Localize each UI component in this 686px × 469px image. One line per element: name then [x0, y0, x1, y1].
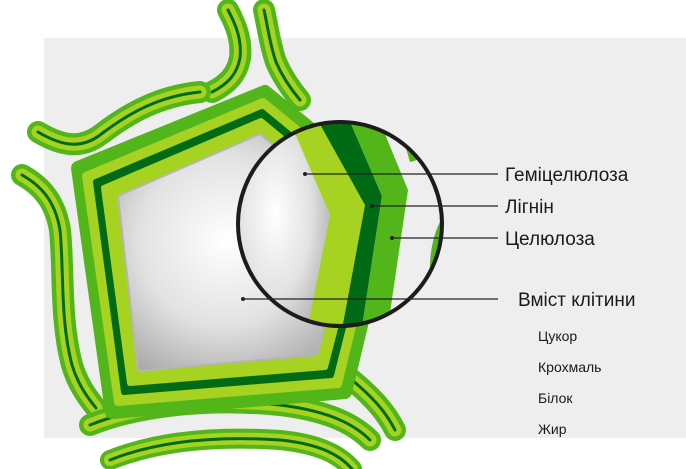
label-cell-contents: Вміст клітини	[518, 290, 635, 311]
contents-item-starch: Крохмаль	[538, 359, 601, 375]
contents-item-protein: Білок	[538, 390, 573, 406]
contents-item-sugar: Цукор	[538, 328, 577, 344]
contents-item-fat: Жир	[538, 421, 567, 437]
label-lignin: Лігнін	[505, 197, 554, 218]
label-cellulose: Целюлоза	[505, 229, 595, 250]
label-hemicellulose: Геміцелюлоза	[505, 165, 629, 186]
